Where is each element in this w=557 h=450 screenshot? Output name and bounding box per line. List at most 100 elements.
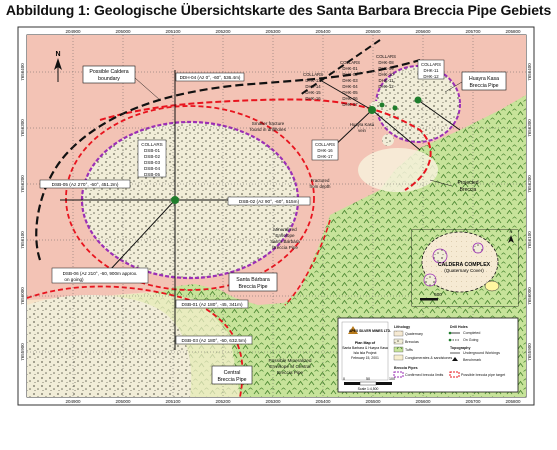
collar-text: DSB-05	[144, 172, 161, 177]
label-santa-barbara-pipe: Santa Bárbara Breccia Pipe	[228, 272, 278, 292]
callout-text: Fractured	[311, 178, 330, 183]
plan-title-text: Plan Map of	[355, 341, 376, 345]
central-envelope	[27, 285, 244, 397]
coord-top: 205500	[365, 29, 381, 34]
collar-text: DHK-04	[342, 84, 358, 89]
label-huayra-kasa-pipe: Huayra Kasa Breccia Pipe	[444, 71, 507, 93]
legend-item: Conglomerates & sandstones	[405, 356, 452, 360]
north-arrow-icon: N	[54, 51, 62, 82]
collar-text: DHK-16	[317, 148, 333, 153]
scale-tick: 100	[389, 377, 395, 381]
label-collars-dhk13: COLLARS DHK-13 DHK-14 DHK-15 DHK-16	[303, 72, 323, 101]
collar-text: DSB-01	[144, 148, 161, 153]
label-collars-dhk08: COLLARS DHK-08 DHK-09 DHK-10 DHK-11 DHK-…	[376, 54, 396, 89]
callout-text: Huayra Kasa	[350, 122, 375, 127]
inset-north-label: N	[510, 229, 513, 234]
legend-item: Quaternary	[405, 332, 423, 336]
coord-top: 205400	[315, 29, 331, 34]
coord-right: 7656400	[527, 63, 532, 81]
coord-left: 7656300	[20, 119, 25, 137]
collar-text: DHK-12	[423, 74, 439, 79]
callout-text: found in drillholes	[250, 127, 286, 132]
label-projected-breccia: Projected Breccia	[429, 179, 479, 193]
scale-tick: 50	[366, 377, 370, 381]
legend-item: Completed	[463, 331, 480, 335]
left-coordinates: 7656400 7656300 7656200 7656100 7656000 …	[20, 63, 25, 361]
plan-title-text: February 15, 2001	[351, 356, 379, 360]
callout-text: Envelope	[275, 233, 295, 238]
scale-bar: 0 50 100 Scale 1:4,500	[343, 377, 395, 391]
collar-text: DHK-11	[424, 68, 440, 73]
collar-text: DHK-07	[342, 102, 358, 107]
callout-text: Envelope of Central	[269, 364, 310, 369]
inset-north-icon: N	[508, 229, 514, 243]
legend-title-block: APEX SILVER MINES LTD. Plan Map of Santa…	[341, 321, 391, 381]
coord-right: 7656100	[527, 231, 532, 249]
coord-top: 204900	[65, 29, 81, 34]
label-ddh04: DDH-04 (Az 0°, -60°, 536.4m)	[175, 72, 245, 82]
coord-top: 205200	[215, 29, 231, 34]
legend-item: Breccias	[405, 340, 419, 344]
collar-text: DSB-04	[144, 166, 161, 171]
drillhole-label: DSB-05 (Az 270°, -60°, 451.2m)	[52, 182, 119, 187]
label-huayra-kasa-vein: Huayra Kasa vein	[350, 122, 375, 133]
callout-text: Breccia	[460, 187, 477, 193]
label-collars-center: COLLARS DSB-01 DSB-02 DSB-03 DSB-04 DSB-…	[137, 139, 167, 178]
coord-right: 7656000	[527, 287, 532, 305]
collar-text: DHK-15	[305, 90, 321, 95]
collar-text: DHK-01	[342, 66, 358, 71]
label-dsb06: DSB-06 (Az 210°, -60, 900m approx. on go…	[51, 267, 149, 284]
collar-text: DHK-06	[342, 96, 358, 101]
label-dsb01: DSB-01 (Az 180°, -45, 341m)	[175, 299, 249, 309]
inset-scale: 500	[434, 292, 442, 297]
callout-text: Smaller fracture	[252, 121, 285, 126]
coord-left: 7656100	[20, 231, 25, 249]
label-dsb03: DSB-03 (Az 180°, -60, 632.5m)	[175, 335, 253, 345]
coord-bottom: 205000	[115, 399, 131, 404]
projected-breccia-zone	[358, 148, 438, 192]
legend-heading: Topography	[450, 346, 471, 350]
bottom-coordinates: 204900 205000 205100 205200 205300 20540…	[65, 399, 521, 404]
north-label: N	[55, 51, 60, 58]
legend-item: On Going	[463, 338, 478, 342]
coord-top: 205700	[465, 29, 481, 34]
drillhole-label: on going)	[64, 277, 84, 282]
coord-left: 7656400	[20, 63, 25, 81]
collar-text: DHK-17	[317, 154, 333, 159]
label-dsb05: DSB-05 (Az 270°, -60°, 451.2m)	[39, 179, 131, 189]
coord-bottom: 205300	[265, 399, 281, 404]
collar-text: DHK-13	[305, 78, 321, 83]
collar-text: DHK-09	[378, 66, 394, 71]
callout-text: Breccia Pipe	[272, 245, 298, 250]
collar-text: DHK-10	[378, 72, 394, 77]
collar-text: DHK-03	[342, 78, 358, 83]
label-possible-envelope-central: Possible Mineralized Envelope of Central…	[269, 358, 312, 375]
coord-bottom: 204900	[65, 399, 81, 404]
coord-top: 205300	[265, 29, 281, 34]
right-coordinates: 7656400 7656300 7656200 7656100 7656000 …	[527, 63, 532, 361]
legend-pipes: Breccia Pipes Confirmed breccia limits P…	[393, 366, 505, 378]
caldera-black-boundary	[35, 58, 421, 261]
coord-left: 7656200	[20, 175, 25, 193]
coord-bottom: 205800	[505, 399, 521, 404]
coord-top: 205100	[165, 29, 181, 34]
drillhole-label: DSB-03 (Az 180°, -60, 632.5m)	[182, 338, 247, 343]
coord-right: 7656200	[527, 175, 532, 193]
callout-text: Possible Caldera	[89, 69, 128, 75]
legend-item: Possible breccia pipe target	[461, 373, 505, 377]
legend-lithology: Lithology Quaternary Breccias Tuffs Cong…	[393, 325, 452, 361]
coord-bottom: 205100	[165, 399, 181, 404]
coord-bottom: 205600	[415, 399, 431, 404]
collar-text: DHK-05	[342, 90, 358, 95]
coord-left: 7655900	[20, 343, 25, 361]
label-dsb02: DSB-02 (Az 90°, -60°, 515m)	[227, 196, 311, 206]
company-name: APEX SILVER MINES LTD.	[349, 329, 391, 333]
coord-top: 205000	[115, 29, 131, 34]
coord-bottom: 205400	[315, 399, 331, 404]
legend-drill: Drill Holes Completed On Going Topograph…	[448, 325, 500, 362]
coord-left: 7656000	[20, 287, 25, 305]
collar-text: COLLARS	[376, 54, 396, 59]
callout-text: Mineralized	[273, 227, 297, 232]
collar-text: COLLARS	[421, 62, 441, 67]
callout-text: Projected	[457, 180, 478, 186]
